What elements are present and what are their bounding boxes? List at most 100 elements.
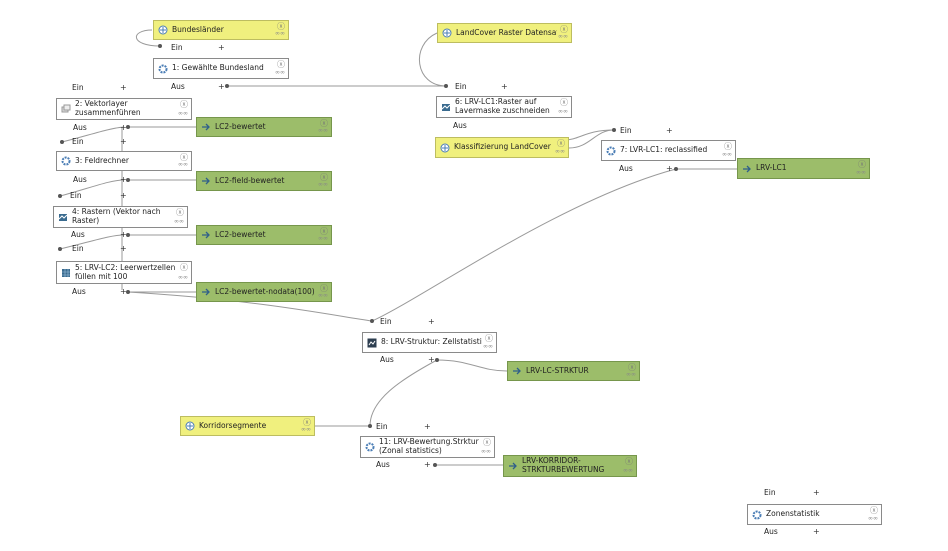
add-port-button[interactable]: + <box>120 175 127 184</box>
close-icon[interactable]: ⓧ <box>320 119 328 128</box>
add-port-button[interactable]: + <box>428 317 435 326</box>
node-lrv-lc1-output[interactable]: LRV-LC1 ⓧ ∞∞ <box>737 158 870 179</box>
close-icon[interactable]: ⓧ <box>180 100 188 109</box>
node-lc2-nodata[interactable]: LC2-bewertet-nodata(100) ⓧ ∞∞ <box>196 282 332 302</box>
port-in: Ein <box>620 126 632 135</box>
add-port-button[interactable]: + <box>428 355 435 364</box>
close-icon[interactable]: ⓧ <box>724 142 732 151</box>
more-icon[interactable]: ∞∞ <box>275 30 285 38</box>
add-port-button[interactable]: + <box>120 191 127 200</box>
node-label: 11: LRV-Bewertung.Strktur (Zonal statist… <box>379 438 479 455</box>
port-in: Ein <box>455 82 467 91</box>
close-icon[interactable]: ⓧ <box>320 284 328 293</box>
close-icon[interactable]: ⓧ <box>560 98 568 107</box>
more-icon[interactable]: ∞∞ <box>301 426 311 434</box>
node-zonenstatistik[interactable]: Zonenstatistik ⓧ ∞∞ <box>747 504 882 525</box>
close-icon[interactable]: ⓧ <box>320 173 328 182</box>
node-lrv-lc1-raster[interactable]: 6: LRV-LC1:Raster auf Lavermaske zuschne… <box>436 96 572 118</box>
more-icon[interactable]: ∞∞ <box>174 218 184 226</box>
add-port-button[interactable]: + <box>424 422 431 431</box>
node-gewaehlte-bundesland[interactable]: 1: Gewählte Bundesland ⓧ ∞∞ <box>153 58 289 79</box>
arrow-right-icon <box>741 163 752 174</box>
close-icon[interactable]: ⓧ <box>628 363 636 372</box>
node-zellstatistik[interactable]: 8: LRV-Struktur: Zellstatistik ⓧ ∞∞ <box>362 332 497 353</box>
close-icon[interactable]: ⓧ <box>483 438 491 447</box>
more-icon[interactable]: ∞∞ <box>318 292 328 300</box>
close-icon[interactable]: ⓧ <box>303 418 311 427</box>
close-icon[interactable]: ⓧ <box>180 263 188 272</box>
add-port-button[interactable]: + <box>666 126 673 135</box>
add-port-button[interactable]: + <box>120 83 127 92</box>
more-icon[interactable]: ∞∞ <box>722 151 732 159</box>
node-lrv-lc2[interactable]: 5: LRV-LC2: Leerwertzellen füllen mit 10… <box>56 261 192 284</box>
node-lrv-lc-strktur[interactable]: LRV-LC-STRKTUR ⓧ ∞∞ <box>507 361 640 381</box>
node-klassifizierung[interactable]: Klassifizierung LandCover ⓧ ∞∞ <box>435 137 569 158</box>
node-rastern[interactable]: 4: Rastern (Vektor nach Raster) ⓧ ∞∞ <box>53 206 188 228</box>
more-icon[interactable]: ∞∞ <box>555 148 565 156</box>
node-vektorlayer[interactable]: 2: Vektorlayer zusammenführen ⓧ ∞∞ <box>56 98 192 120</box>
more-icon[interactable]: ∞∞ <box>318 235 328 243</box>
close-icon[interactable]: ⓧ <box>180 153 188 162</box>
statistics-icon <box>366 337 377 348</box>
add-port-button[interactable]: + <box>120 230 127 239</box>
close-icon[interactable]: ⓧ <box>858 160 866 169</box>
close-icon[interactable]: ⓧ <box>870 506 878 515</box>
add-port-button[interactable]: + <box>666 164 673 173</box>
node-landcover-raster[interactable]: LandCover Raster Datensatz ⓧ ∞∞ <box>437 23 572 43</box>
add-port-button[interactable]: + <box>218 43 225 52</box>
node-lrv-korridor[interactable]: LRV-KORRIDOR-STRKTURBEWERTUNG ⓧ ∞∞ <box>503 455 637 477</box>
add-port-button[interactable]: + <box>120 244 127 253</box>
node-feldrechner[interactable]: 3: Feldrechner ⓧ ∞∞ <box>56 151 192 171</box>
node-lc2-bewertet-1[interactable]: LC2-bewertet ⓧ ∞∞ <box>196 117 332 137</box>
more-icon[interactable]: ∞∞ <box>178 274 188 282</box>
arrow-right-icon <box>200 122 211 133</box>
add-port-button[interactable]: + <box>813 488 820 497</box>
more-icon[interactable]: ∞∞ <box>481 448 491 456</box>
close-icon[interactable]: ⓧ <box>557 139 565 148</box>
close-icon[interactable]: ⓧ <box>485 334 493 343</box>
more-icon[interactable]: ∞∞ <box>178 110 188 118</box>
more-icon[interactable]: ∞∞ <box>868 515 878 523</box>
more-icon[interactable]: ∞∞ <box>856 169 866 177</box>
node-lc2-field-bewertet[interactable]: LC2-field-bewertet ⓧ ∞∞ <box>196 171 332 191</box>
close-icon[interactable]: ⓧ <box>176 208 184 217</box>
more-icon[interactable]: ∞∞ <box>626 371 636 379</box>
add-port-button[interactable]: + <box>424 460 431 469</box>
add-port-button[interactable]: + <box>813 527 820 536</box>
port-out: Aus <box>73 123 87 132</box>
port-in: Ein <box>72 137 84 146</box>
more-icon[interactable]: ∞∞ <box>178 161 188 169</box>
add-port-button[interactable]: + <box>120 123 127 132</box>
close-icon[interactable]: ⓧ <box>277 22 285 31</box>
node-lvr-lc1-reclassified[interactable]: 7: LVR-LC1: reclassified ⓧ ∞∞ <box>601 140 736 161</box>
add-port-button[interactable]: + <box>218 82 225 91</box>
plus-icon <box>439 142 450 153</box>
node-label: Korridorsegmente <box>199 421 267 430</box>
port-in: Ein <box>380 317 392 326</box>
add-port-button[interactable]: + <box>120 137 127 146</box>
close-icon[interactable]: ⓧ <box>560 25 568 34</box>
port-in: Ein <box>764 488 776 497</box>
more-icon[interactable]: ∞∞ <box>318 181 328 189</box>
more-icon[interactable]: ∞∞ <box>558 108 568 116</box>
close-icon[interactable]: ⓧ <box>277 60 285 69</box>
node-bundeslaender[interactable]: Bundesländer ⓧ ∞∞ <box>153 20 289 40</box>
node-lc2-bewertet-2[interactable]: LC2-bewertet ⓧ ∞∞ <box>196 225 332 245</box>
more-icon[interactable]: ∞∞ <box>318 127 328 135</box>
node-label: LC2-bewertet <box>215 230 266 239</box>
more-icon[interactable]: ∞∞ <box>558 33 568 41</box>
add-port-button[interactable]: + <box>120 287 127 296</box>
arrow-right-icon <box>511 366 522 377</box>
node-korridorsegmente[interactable]: Korridorsegmente ⓧ ∞∞ <box>180 416 315 436</box>
node-label: Zonenstatistik <box>766 510 820 519</box>
more-icon[interactable]: ∞∞ <box>623 467 633 475</box>
more-icon[interactable]: ∞∞ <box>275 69 285 77</box>
node-lrv-bewertung[interactable]: 11: LRV-Bewertung.Strktur (Zonal statist… <box>360 436 495 458</box>
node-label: LRV-LC1 <box>756 164 787 173</box>
close-icon[interactable]: ⓧ <box>625 457 633 466</box>
add-port-button[interactable]: + <box>501 82 508 91</box>
raster-icon <box>440 102 451 113</box>
close-icon[interactable]: ⓧ <box>320 227 328 236</box>
more-icon[interactable]: ∞∞ <box>483 343 493 351</box>
